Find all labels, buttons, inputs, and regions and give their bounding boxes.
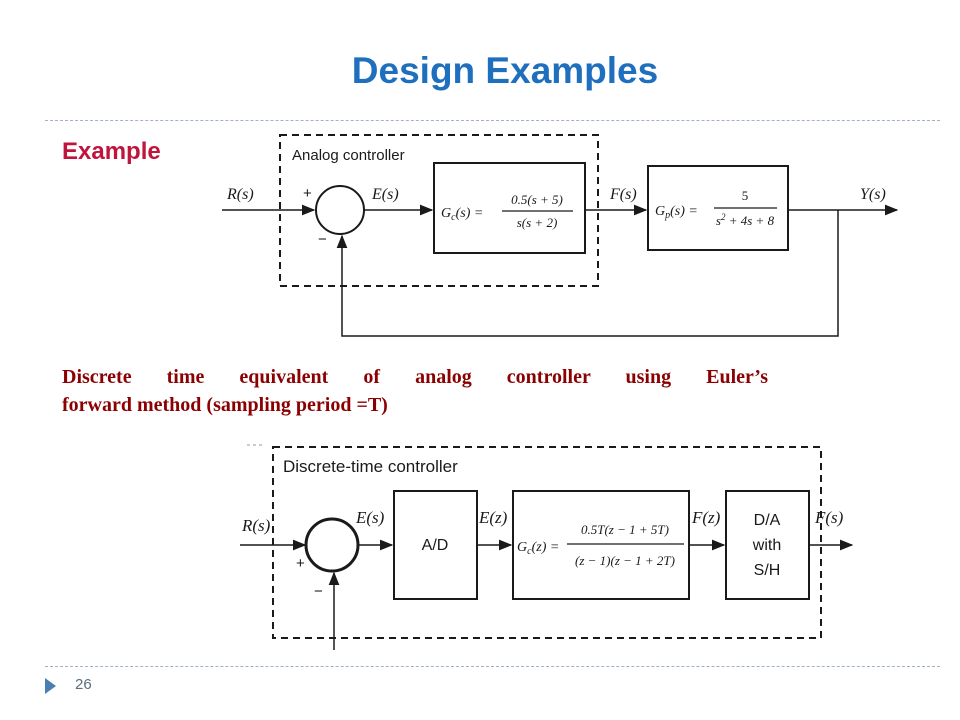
- da-converter-label-line2: with: [752, 537, 781, 554]
- description-line-1: Discrete time equivalent of analog contr…: [62, 366, 768, 388]
- analog-controller-boundary: [279, 134, 599, 287]
- discrete-summing-junction: [304, 517, 360, 573]
- discrete-control-s-label: F(s): [814, 508, 844, 527]
- discrete-block-diagram: Discrete-time controller R(s) + − E(s) A…: [240, 444, 854, 650]
- analog-input-label: R(s): [226, 186, 254, 203]
- title-divider: [45, 120, 940, 121]
- discrete-controller-block: [512, 490, 690, 600]
- analog-plus-sign: +: [303, 185, 312, 202]
- analog-plant-tf-numerator: 5: [742, 188, 749, 203]
- analog-plant-tf-denominator: s2 + 4s + 8: [716, 212, 775, 228]
- analog-block-diagram: Analog controller R(s) + − E(s) Gc(s) = …: [222, 134, 899, 337]
- discrete-error-label: E(s): [355, 508, 385, 527]
- discrete-error-z-label: E(z): [478, 508, 508, 527]
- slide-title: Design Examples: [351, 50, 659, 91]
- slide-number: 26: [75, 676, 92, 693]
- analog-minus-sign: −: [318, 231, 327, 248]
- discrete-minus-sign: −: [314, 583, 323, 600]
- discrete-control-z-label: F(z): [691, 508, 721, 527]
- analog-controller-tf-numerator: 0.5(s + 5): [511, 192, 563, 207]
- discrete-plus-sign: +: [296, 555, 305, 572]
- da-converter-label-line3: S/H: [754, 562, 781, 579]
- analog-summing-junction: [315, 185, 365, 235]
- analog-error-label: E(s): [371, 186, 399, 203]
- slide-description: Discrete time equivalent of analog contr…: [62, 363, 768, 419]
- analog-controller-block: [433, 162, 586, 254]
- da-converter-block: [725, 490, 810, 600]
- ad-converter-label: A/D: [422, 537, 449, 554]
- ad-converter-block: [393, 490, 478, 600]
- discrete-controller-tf-lhs: Gc(z) =: [517, 540, 559, 557]
- analog-controller-tf-denominator: s(s + 2): [517, 215, 558, 230]
- da-converter-label-line1: D/A: [754, 512, 781, 529]
- footer-divider: [45, 666, 940, 667]
- discrete-controller-tf-denominator: (z − 1)(z − 1 + 2T): [575, 553, 675, 568]
- discrete-controller-tf-numerator: 0.5T(z − 1 + 5T): [581, 522, 669, 537]
- example-label: Example: [62, 138, 161, 165]
- discrete-controller-label: Discrete-time controller: [283, 457, 458, 476]
- analog-controller-tf-lhs: Gc(s) =: [441, 206, 483, 223]
- discrete-controller-boundary: [272, 446, 822, 639]
- analog-controller-label: Analog controller: [292, 147, 405, 164]
- description-line-2: forward method (sampling period =T): [62, 394, 388, 416]
- analog-feedback-path: [336, 210, 839, 337]
- analog-output-label: Y(s): [860, 186, 886, 203]
- analog-plant-tf-lhs: Gp(s) =: [655, 204, 698, 221]
- footer-bullet-icon: [45, 678, 56, 694]
- discrete-input-label: R(s): [241, 516, 271, 535]
- analog-control-signal-label: F(s): [609, 186, 637, 203]
